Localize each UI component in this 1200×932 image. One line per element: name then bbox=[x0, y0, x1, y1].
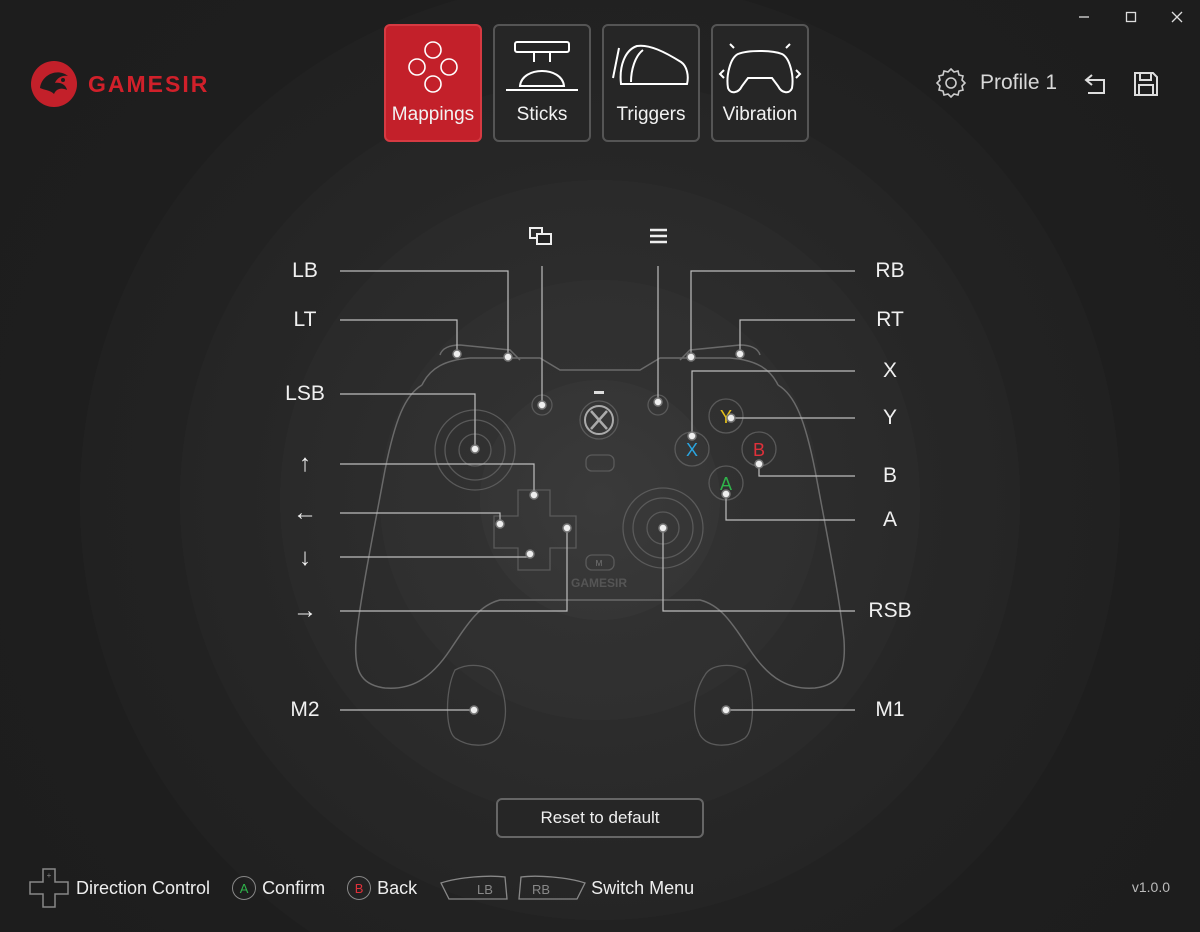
face-x: X bbox=[686, 440, 698, 460]
mapping-label-lb[interactable]: LB bbox=[292, 259, 318, 282]
vibration-icon bbox=[718, 43, 802, 94]
face-y: Y bbox=[720, 407, 732, 427]
xbox-logo-icon bbox=[584, 391, 614, 435]
mapping-label-m1[interactable]: M1 bbox=[875, 698, 905, 721]
face-b: B bbox=[753, 440, 765, 460]
hint-confirm-label: Confirm bbox=[262, 877, 326, 898]
mapping-label-y[interactable]: Y bbox=[882, 406, 898, 429]
profile-selector[interactable]: Profile 1 bbox=[934, 66, 1057, 100]
tab-triggers[interactable]: Triggers bbox=[602, 24, 700, 142]
hint-switch-label: Switch Menu bbox=[591, 877, 695, 898]
b-button-icon: B bbox=[347, 876, 372, 900]
mapping-label-right[interactable]: → bbox=[293, 597, 317, 624]
right-stick-outer bbox=[622, 487, 704, 569]
minimize-button[interactable] bbox=[1073, 6, 1095, 28]
save-button[interactable] bbox=[1132, 70, 1160, 98]
tab-label: Sticks bbox=[516, 104, 568, 125]
mapping-label-rb[interactable]: RB bbox=[875, 259, 905, 282]
mapping-label-lt[interactable]: LT bbox=[293, 308, 317, 331]
mapping-label-up[interactable]: ↑ bbox=[299, 450, 311, 477]
hint-back: B Back bbox=[347, 876, 417, 900]
tab-vibration[interactable]: Vibration bbox=[711, 24, 809, 142]
hint-switch-menu: LB RB Switch Menu bbox=[439, 873, 694, 903]
tab-label: Vibration bbox=[722, 104, 798, 125]
mapping-label-down[interactable]: ↓ bbox=[299, 544, 311, 571]
brand-name: GAMESIR bbox=[88, 70, 210, 97]
leader-lines bbox=[340, 266, 855, 711]
version-label: v1.0.0 bbox=[1131, 879, 1170, 895]
profile-name: Profile 1 bbox=[980, 71, 1058, 94]
controller-brand: GAMESIR bbox=[571, 576, 627, 590]
undo-button[interactable] bbox=[1082, 70, 1110, 98]
mapping-label-a[interactable]: A bbox=[882, 508, 898, 531]
hint-confirm: A Confirm bbox=[232, 876, 325, 900]
hint-direction: + Direction Control bbox=[28, 867, 210, 909]
dpad-outline bbox=[493, 489, 577, 571]
m-button-label: M bbox=[596, 559, 603, 568]
tab-mappings[interactable]: Mappings bbox=[384, 24, 482, 142]
mapping-label-left[interactable]: ← bbox=[293, 499, 317, 526]
mapping-label-x[interactable]: X bbox=[882, 359, 898, 382]
svg-text:RB: RB bbox=[532, 882, 550, 897]
trigger-icon bbox=[612, 44, 689, 85]
dpad-hint-icon: + bbox=[29, 868, 69, 908]
close-button[interactable] bbox=[1166, 6, 1188, 28]
brand-logo: GAMESIR bbox=[28, 58, 209, 110]
m1-paddle bbox=[693, 664, 754, 746]
controller-outline bbox=[354, 344, 846, 689]
stick-icon bbox=[506, 41, 578, 91]
save-icon bbox=[1134, 72, 1158, 96]
svg-text:+: + bbox=[47, 871, 52, 880]
lb-bumper-icon: LB bbox=[440, 875, 508, 900]
mapping-label-m2[interactable]: M2 bbox=[290, 698, 320, 721]
footer-hints: + Direction Control A Confirm B Back LB … bbox=[28, 866, 716, 910]
close-icon bbox=[1171, 11, 1183, 23]
dpad-icon bbox=[408, 41, 458, 93]
tab-sticks[interactable]: Sticks bbox=[493, 24, 591, 142]
tab-label: Triggers bbox=[616, 104, 686, 125]
m2-paddle bbox=[446, 664, 507, 746]
mapping-label-b[interactable]: B bbox=[882, 464, 898, 487]
a-button-icon: A bbox=[232, 876, 257, 900]
rb-bumper-icon: RB bbox=[518, 875, 587, 900]
tab-label: Mappings bbox=[391, 104, 475, 125]
xbox-button-outline bbox=[579, 400, 619, 440]
hint-direction-label: Direction Control bbox=[76, 877, 211, 898]
mapping-label-rsb[interactable]: RSB bbox=[868, 599, 912, 622]
undo-icon bbox=[1084, 74, 1105, 94]
mapping-label-lsb[interactable]: LSB bbox=[285, 382, 325, 405]
hint-back-label: Back bbox=[377, 877, 418, 898]
left-stick-outer bbox=[434, 409, 516, 491]
maximize-icon bbox=[1125, 11, 1137, 23]
tab-bar: Mappings Sticks Tri bbox=[384, 24, 809, 142]
face-a: A bbox=[720, 474, 732, 494]
anchor-points bbox=[452, 349, 764, 715]
reset-button[interactable]: Reset to default bbox=[496, 798, 704, 838]
minimize-icon bbox=[1079, 16, 1089, 18]
menu-button-icon bbox=[650, 228, 667, 244]
mapping-label-rt[interactable]: RT bbox=[876, 308, 904, 331]
svg-text:LB: LB bbox=[477, 882, 493, 897]
view-button-icon bbox=[529, 227, 552, 245]
maximize-button[interactable] bbox=[1120, 6, 1142, 28]
gear-icon bbox=[935, 67, 967, 99]
gamesir-logo-icon bbox=[31, 61, 77, 107]
